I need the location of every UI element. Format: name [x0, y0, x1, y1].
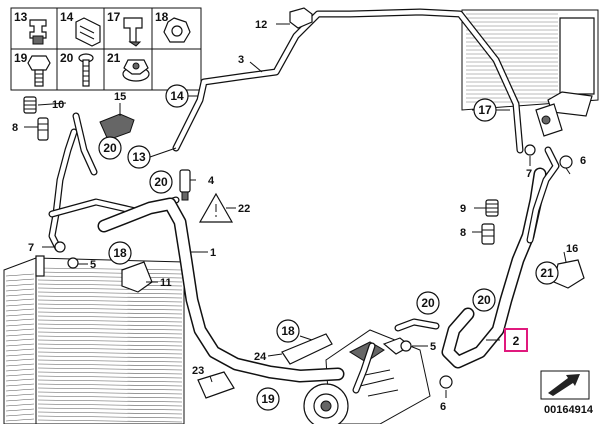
holder-icon [123, 17, 143, 47]
clamp-23-icon [197, 371, 235, 399]
part-number: 8 [460, 227, 466, 239]
refrigerant-lines [48, 8, 560, 394]
part-number: 9 [460, 203, 466, 215]
o-ring-icon [559, 155, 573, 169]
part-2-highlight[interactable]: 2 [504, 328, 528, 352]
part-number: 23 [192, 365, 204, 377]
callout-label: 18 [113, 246, 127, 260]
callout-21[interactable]: 21 [535, 261, 559, 285]
callout-17[interactable]: 17 [473, 98, 497, 122]
legend-num: 13 [14, 10, 28, 24]
part-number: 6 [440, 401, 446, 413]
callout-label: 20 [154, 175, 168, 189]
hex-nut-icon [163, 17, 191, 43]
part-number: 11 [160, 277, 172, 289]
part-number: 7 [526, 168, 532, 180]
valve-8-right-icon [481, 223, 495, 245]
clip-12-icon [289, 7, 313, 29]
part-number: 5 [90, 259, 96, 271]
legend-num: 20 [60, 51, 74, 65]
diagram-id: 00164914 [544, 404, 594, 416]
orientation-arrow-icon [540, 370, 590, 400]
collar-nut-icon [122, 59, 150, 82]
part-number: 3 [238, 54, 244, 66]
legend-num: 14 [60, 10, 74, 24]
valve-8-icon [37, 117, 49, 141]
legend-num: 18 [155, 10, 169, 24]
part-2-label: 2 [513, 334, 520, 348]
o-ring-icon [67, 257, 79, 269]
o-ring-icon [439, 375, 453, 389]
bracket-11-icon [121, 261, 153, 293]
part-number: 12 [255, 19, 267, 31]
part-number: 16 [566, 243, 578, 255]
part-number: 24 [254, 351, 267, 363]
part-number: 6 [580, 155, 586, 167]
leader-lines [24, 23, 571, 398]
callouts: 20 13 14 17 20 18 20 20 18 19 21 [98, 84, 559, 411]
o-ring-icon [400, 340, 412, 352]
callout-label: 17 [478, 103, 492, 117]
condenser [3, 255, 185, 424]
callout-14[interactable]: 14 [165, 84, 189, 108]
small-parts [23, 7, 585, 399]
callout-20[interactable]: 20 [416, 291, 440, 315]
part-number: 4 [208, 175, 215, 187]
o-ring-icon [54, 241, 66, 253]
legend-num: 21 [107, 51, 121, 65]
hose-clip-icon [29, 19, 47, 45]
callout-13[interactable]: 13 [127, 145, 151, 169]
callout-label: 19 [261, 392, 275, 406]
legend-table: 13 14 17 18 19 20 21 [10, 7, 202, 91]
double-bracket-icon [75, 17, 101, 47]
callout-label: 21 [540, 266, 554, 280]
condenser-fins [5, 267, 183, 423]
pressure-sensor-icon [179, 169, 191, 193]
callout-label: 20 [421, 296, 435, 310]
callout-label: 13 [132, 150, 146, 164]
callout-20[interactable]: 20 [472, 288, 496, 312]
callout-label: 18 [281, 324, 295, 338]
legend-num: 19 [14, 51, 28, 65]
part-number: 10 [52, 99, 64, 111]
compressor [303, 329, 431, 424]
part-number: 7 [28, 242, 34, 254]
callout-18[interactable]: 18 [108, 241, 132, 265]
o-ring-icon [524, 144, 536, 156]
part-number: 1 [210, 247, 216, 259]
callout-label: 20 [477, 293, 491, 307]
hex-bolt-icon [27, 55, 51, 87]
callout-19[interactable]: 19 [256, 387, 280, 411]
callout-20[interactable]: 20 [98, 136, 122, 160]
callout-label: 14 [170, 89, 184, 103]
legend-num: 17 [107, 10, 121, 24]
part-number: 15 [114, 91, 126, 103]
callout-20[interactable]: 20 [149, 170, 173, 194]
callout-18[interactable]: 18 [276, 319, 300, 343]
part-number: 22 [238, 203, 250, 215]
part-number: 8 [12, 122, 18, 134]
part-number: 5 [430, 341, 436, 353]
part-numbers: 12 3 10 8 15 4 22 1 7 5 11 24 23 5 6 7 6… [12, 19, 586, 413]
screw-icon [78, 53, 94, 87]
bracket-15-icon [99, 113, 135, 141]
callout-label: 20 [103, 141, 117, 155]
